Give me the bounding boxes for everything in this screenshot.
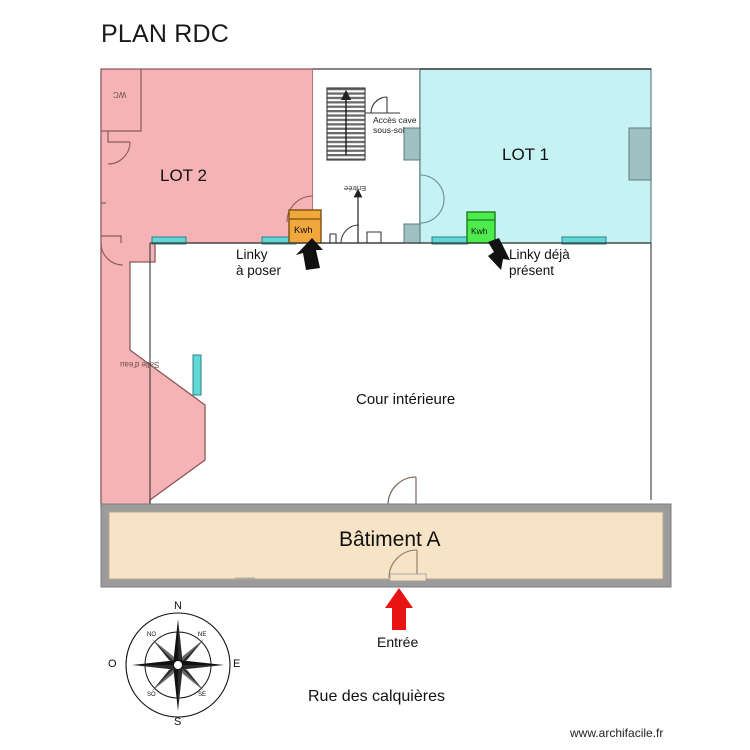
meter-label-kwh-left: Kwh bbox=[294, 225, 313, 236]
compass-label-north: N bbox=[174, 600, 182, 612]
compass-rose bbox=[125, 612, 231, 718]
arrow-linky-a-poser-icon bbox=[296, 238, 323, 270]
room-label-wc: WC bbox=[113, 90, 127, 99]
compass-label-west: O bbox=[108, 658, 117, 670]
zone-lot1[interactable] bbox=[403, 68, 652, 244]
linky-right-line2: présent bbox=[509, 262, 555, 278]
linky-left-line1: Linky bbox=[236, 247, 268, 262]
compass-label-southeast: SE bbox=[198, 692, 207, 698]
acces-cave-line1: Accès cave bbox=[373, 115, 417, 125]
linky-right-line1: Linky déjà bbox=[509, 247, 570, 262]
arrow-linky-deja-present-icon bbox=[488, 238, 510, 270]
room-label-entree-interior: Entrée bbox=[344, 184, 367, 193]
fixture-block bbox=[403, 127, 421, 161]
zone-cour-interieure[interactable] bbox=[149, 242, 652, 508]
zone-lot2[interactable] bbox=[100, 68, 314, 509]
compass-label-northeast: NE bbox=[198, 632, 207, 638]
compass-label-south: S bbox=[174, 716, 182, 728]
zone-label-lot2: LOT 2 bbox=[160, 166, 207, 185]
label-acces-cave: Accès cave sous-sol bbox=[373, 115, 416, 135]
linky-left-line2: à poser bbox=[236, 262, 282, 278]
entrance-label: Entrée bbox=[377, 634, 419, 650]
fixture-block bbox=[403, 223, 421, 244]
acces-cave-line2: sous-sol bbox=[373, 125, 405, 135]
zone-label-batiment-a: Bâtiment A bbox=[339, 528, 441, 551]
annotation-linky-a-poser: Linky à poser bbox=[236, 247, 281, 278]
window-markers bbox=[151, 236, 607, 396]
watermark: www.archifacile.fr bbox=[570, 726, 664, 740]
entrance-arrow bbox=[385, 588, 413, 630]
room-label-salle-deau: Salle d'eau bbox=[120, 360, 160, 369]
zone-batiment-a[interactable] bbox=[100, 503, 672, 588]
page-title: PLAN RDC bbox=[101, 20, 230, 48]
fixture-block bbox=[628, 127, 652, 181]
zone-label-cour-interieure: Cour intérieure bbox=[356, 391, 456, 408]
annotation-linky-deja-present: Linky déjà présent bbox=[509, 247, 570, 278]
street-label: Rue des calquières bbox=[308, 688, 445, 705]
compass-label-northwest: NO bbox=[147, 632, 156, 638]
zone-entrance-hall[interactable] bbox=[313, 68, 421, 244]
compass-label-southwest: SO bbox=[147, 692, 156, 698]
compass-label-east: E bbox=[233, 658, 241, 670]
zone-label-lot1: LOT 1 bbox=[502, 145, 549, 164]
meter-label-kwh-right: Kwh bbox=[471, 226, 488, 236]
